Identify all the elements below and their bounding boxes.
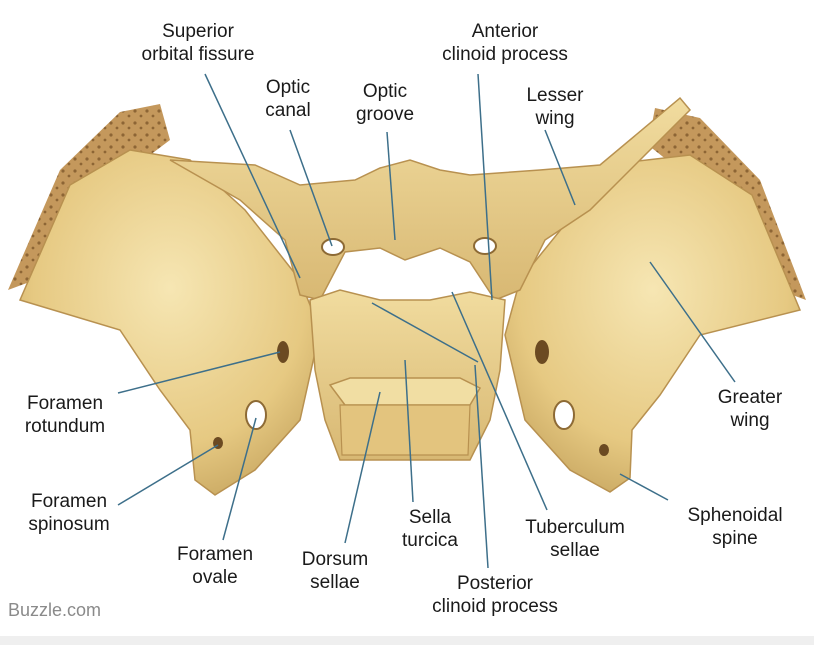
right-greater-wing [504,154,802,493]
leader-tuberculum-sellae-a [451,291,548,511]
label-lesser-wing: Lesser wing [526,85,584,129]
leader-optic-groove [386,131,396,241]
leader-lesser-wing [544,129,576,206]
leader-superior-orbital-fissure [204,73,301,279]
right-foramen-spinosum [599,444,609,456]
leader-sella-turcica [404,359,414,503]
leader-posterior-clinoid-process [474,364,489,569]
label-optic-canal: Optic canal [265,77,311,121]
leader-foramen-spinosum [117,444,219,506]
source-credit: Buzzle.com [8,600,102,620]
right-foramen-ovale [553,400,575,430]
leader-foramen-ovale [222,417,257,541]
bottom-band [0,636,814,645]
label-sella-turcica: Sella turcica [402,507,458,551]
leader-foramen-rotundum [117,351,281,394]
dorsum-sellae-shape [328,377,482,406]
left-foramen-ovale [245,400,267,430]
label-foramen-ovale: Foramen ovale [176,544,254,588]
left-foramen-rotundum [277,341,289,363]
right-optic-canal [473,237,497,255]
leader-greater-wing [649,261,736,383]
left-optic-canal [321,238,345,256]
left-greater-wing [18,149,321,496]
clivus-shape [339,404,471,456]
leader-dorsum-sellae [344,391,381,544]
label-superior-orbital-fissure: Superior orbital fissure [141,21,255,65]
leader-sphenoidal-spine [619,473,669,501]
label-optic-groove: Optic groove [355,81,415,125]
right-foramen-rotundum [535,340,549,364]
label-tuberculum-sellae: Tuberculum sellae [525,517,625,561]
leader-anterior-clinoid-process [477,73,493,301]
label-foramen-spinosum: Foramen spinosum [28,491,110,535]
label-dorsum-sellae: Dorsum sellae [301,549,369,593]
label-sphenoidal-spine: Sphenoidal spine [687,505,783,549]
label-anterior-clinoid-process: Anterior clinoid process [442,21,568,65]
label-foramen-rotundum: Foramen rotundum [24,393,106,437]
label-greater-wing: Greater wing [717,387,783,431]
leader-optic-canal [289,129,333,247]
leader-tuberculum-sellae-b [371,302,479,363]
label-posterior-clinoid-process: Posterior clinoid process [432,573,558,617]
leader-lines [117,73,736,569]
